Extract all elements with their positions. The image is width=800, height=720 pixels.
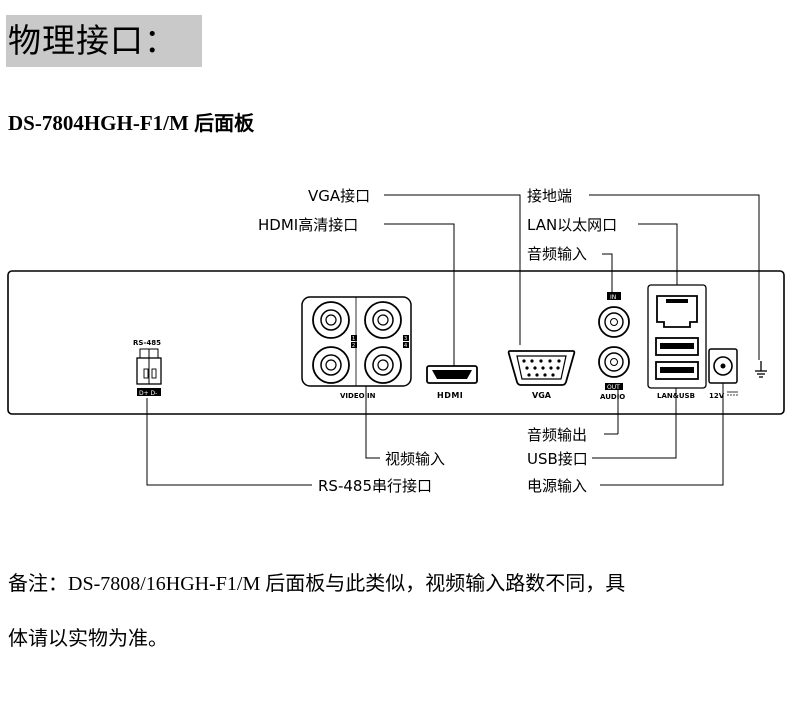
- hdmi-port: HDMI: [426, 365, 478, 400]
- note-line-1: 备注：DS-7808/16HGH-F1/M 后面板与此类似，视频输入路数不同，具: [8, 573, 626, 595]
- channel-label-1: 1: [352, 336, 355, 342]
- bnc-connector-4: [364, 346, 402, 384]
- callout-audio-out: 音频输出: [527, 426, 587, 444]
- model-number: DS-7804HGH-F1/M: [8, 111, 189, 135]
- bnc-connector-3: [364, 301, 402, 339]
- bnc-connector-2: [312, 346, 350, 384]
- callout-vga: VGA接口: [308, 187, 370, 205]
- hdmi-label: HDMI: [437, 391, 463, 400]
- usb-port-2: [655, 361, 699, 380]
- rs485-bottom-label: D+ D-: [139, 390, 157, 397]
- channel-label-3: 3: [404, 336, 407, 342]
- vga-label: VGA: [532, 391, 552, 400]
- section-title: 物理接口：: [6, 15, 202, 67]
- ground-terminal-icon: [755, 361, 767, 378]
- audio-out-jack: [598, 346, 630, 378]
- audio-in-jack: [598, 306, 630, 338]
- bnc-connector-1: [312, 301, 350, 339]
- note: 备注：DS-7808/16HGH-F1/M 后面板与此类似，视频输入路数不同，具…: [8, 557, 798, 667]
- rs485-terminal: RS-485 D+ D-: [133, 339, 162, 397]
- audio-in-tag: IN: [610, 294, 616, 301]
- video-in-bnc-block: 1 2 3 4 VIDEO IN: [301, 296, 412, 400]
- power-label: 12V: [709, 392, 725, 400]
- lan-port: [656, 295, 698, 328]
- audio-ports: IN OUT AUDIO: [598, 292, 630, 401]
- callout-video-in: 视频输入: [385, 450, 445, 468]
- callout-hdmi: HDMI高清接口: [258, 216, 358, 234]
- callout-audio-in: 音频输入: [527, 245, 587, 263]
- audio-out-tag: OUT: [607, 384, 620, 391]
- note-line-2: 体请以实物为准。: [8, 628, 168, 650]
- audio-label: AUDIO: [600, 393, 625, 401]
- chassis-outline: [7, 270, 785, 415]
- model-heading-suffix: 后面板: [194, 111, 255, 135]
- callout-power: 电源输入: [527, 477, 587, 495]
- power-jack: 12V: [708, 348, 738, 400]
- channel-label-2: 2: [352, 343, 355, 349]
- lan-usb-block: LAN&USB: [647, 284, 707, 400]
- callout-ground: 接地端: [527, 187, 572, 205]
- callout-lan: LAN以太网口: [527, 216, 617, 234]
- callout-usb: USB接口: [527, 450, 588, 468]
- vga-port: VGA: [507, 350, 576, 400]
- usb-port-1: [655, 337, 699, 356]
- rs485-top-label: RS-485: [133, 339, 161, 347]
- model-heading: DS-7804HGH-F1/M 后面板: [8, 107, 254, 136]
- callout-labels: VGA接口 HDMI高清接口 接地端 LAN以太网口 音频输入 音频输出 视频输…: [258, 187, 617, 495]
- callout-rs485: RS-485串行接口: [318, 477, 432, 495]
- leader-lines: [146, 194, 760, 486]
- channel-label-4: 4: [404, 343, 407, 349]
- video-in-label: VIDEO IN: [340, 392, 376, 400]
